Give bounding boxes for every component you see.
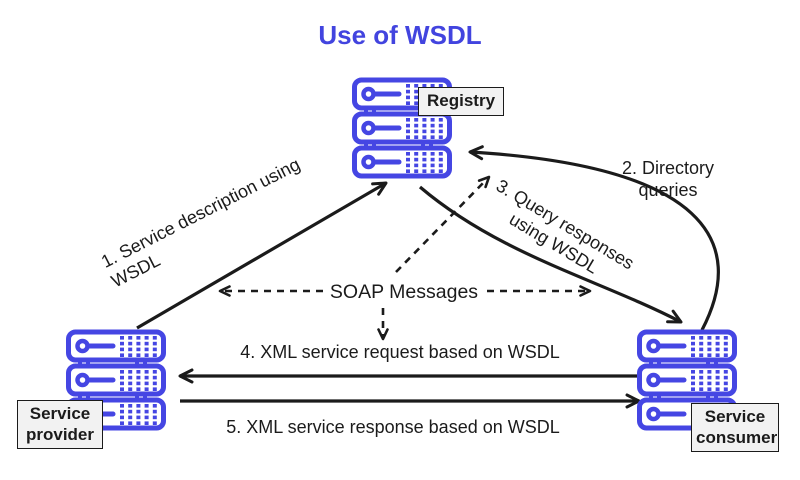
- step4-label: 4. XML service request based on WSDL: [240, 342, 560, 363]
- service-consumer-label: Service consumer: [691, 403, 779, 453]
- service-provider-label: Service provider: [17, 400, 103, 450]
- soap-dashed-arrow-up: [395, 175, 491, 273]
- arrow-step1-service-description: [136, 181, 388, 330]
- arrow-step2-directory-queries: [468, 145, 720, 331]
- step5-label: 5. XML service response based on WSDL: [226, 417, 560, 438]
- step2-label: 2. Directory queries: [621, 158, 715, 200]
- page-title: Use of WSDL: [318, 20, 482, 50]
- registry-label: Registry: [418, 87, 505, 116]
- soap-messages-label: SOAP Messages: [329, 281, 479, 304]
- arrow-step3-query-responses: [418, 185, 683, 324]
